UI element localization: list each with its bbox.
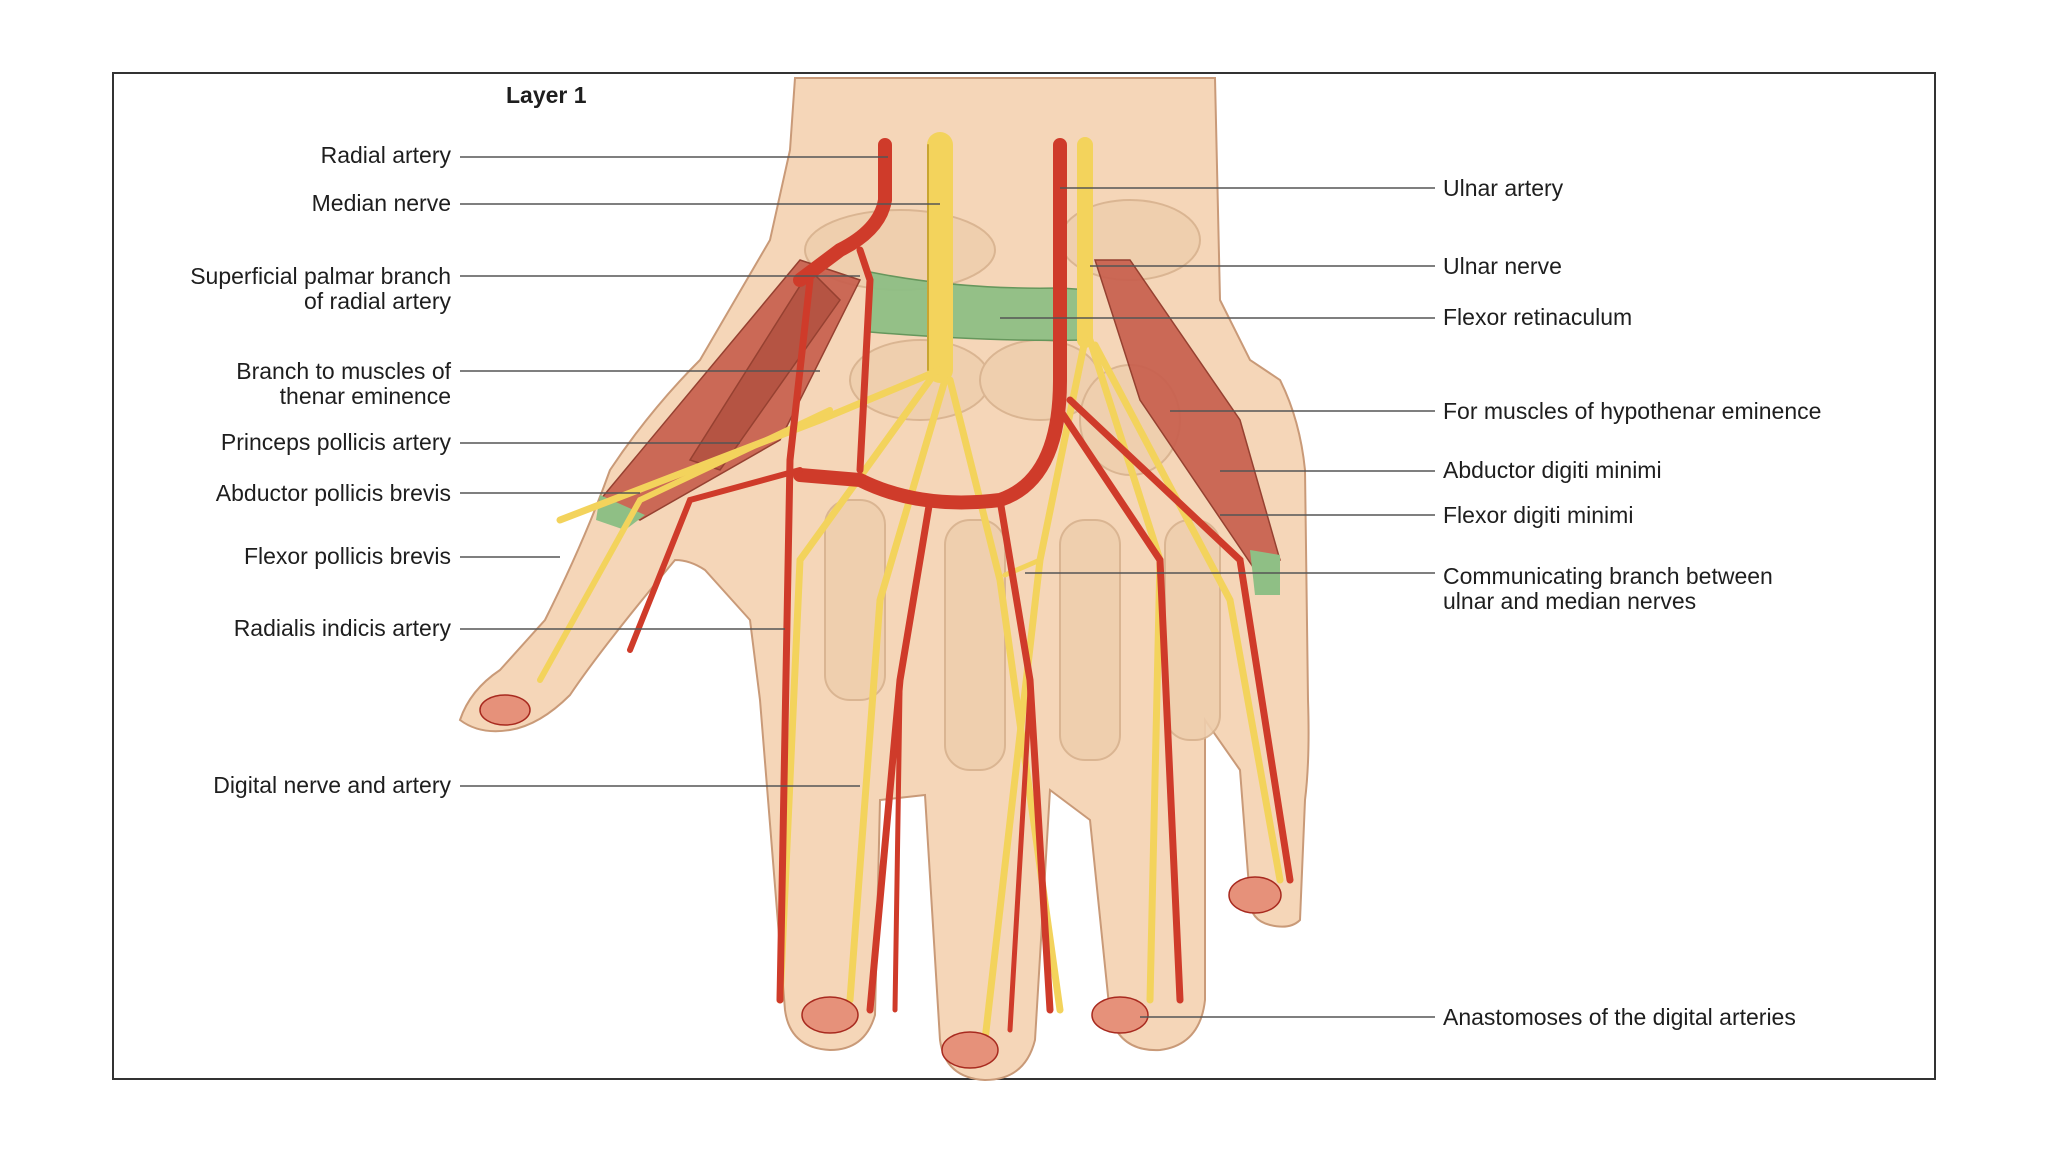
layer-title: Layer 1 (506, 82, 587, 108)
label-radialis-indicis: Radialis indicis artery (233, 615, 451, 641)
label-flexor-retinaculum: Flexor retinaculum (1443, 304, 1633, 330)
label-ulnar-artery: Ulnar artery (1443, 175, 1564, 201)
label-flexor-digiti-minimi: Flexor digiti minimi (1443, 502, 1634, 528)
label-digital-nerve-artery: Digital nerve and artery (213, 772, 451, 798)
label-flexor-pollicis-brevis: Flexor pollicis brevis (243, 543, 451, 569)
label-princeps-pollicis: Princeps pollicis artery (220, 429, 451, 455)
label-ulnar-nerve: Ulnar nerve (1443, 253, 1562, 279)
label-abductor-pollicis-brevis: Abductor pollicis brevis (215, 480, 451, 506)
label-radial-artery: Radial artery (320, 142, 451, 168)
leader-lines (460, 156, 1435, 1018)
label-anastomoses: Anastomoses of the digital arteries (1443, 1004, 1796, 1030)
arteries (627, 138, 1294, 1033)
fingertip-anastomoses (479, 694, 1282, 1069)
label-hypothenar-muscles: For muscles of hypothenar eminence (1443, 398, 1822, 424)
label-median-nerve: Median nerve (311, 190, 451, 216)
label-abductor-digiti-minimi: Abductor digiti minimi (1443, 457, 1662, 483)
